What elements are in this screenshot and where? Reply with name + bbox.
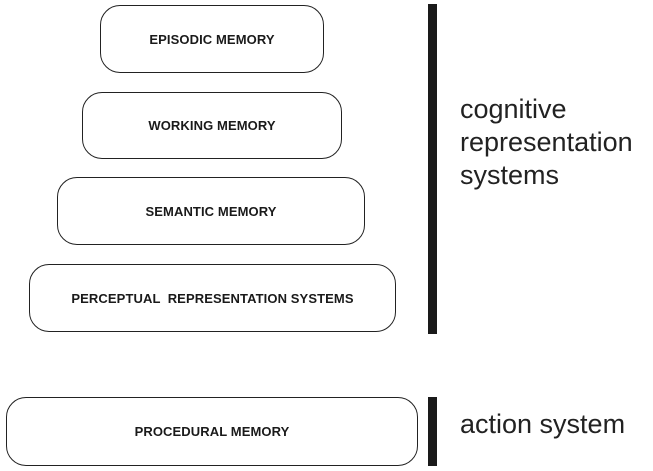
- perceptual-representation-systems-label: PERCEPTUAL REPRESENTATION SYSTEMS: [71, 290, 354, 306]
- action-system-label: action system: [460, 409, 626, 439]
- working-memory-box: WORKING MEMORY: [82, 92, 342, 159]
- cognitive-label-line-3: systems: [460, 159, 560, 190]
- cognitive-systems-bracket-bar: [428, 4, 437, 334]
- working-memory-label: WORKING MEMORY: [148, 118, 276, 133]
- cognitive-representation-systems-label: cognitive representation systems: [460, 93, 650, 192]
- procedural-memory-box: PROCEDURAL MEMORY: [6, 397, 418, 466]
- semantic-memory-box: SEMANTIC MEMORY: [57, 177, 365, 245]
- action-system-bracket-bar: [428, 397, 437, 466]
- perceptual-representation-systems-box: PERCEPTUAL REPRESENTATION SYSTEMS: [29, 264, 396, 332]
- cognitive-label-line-1: cognitive: [460, 94, 567, 124]
- semantic-memory-label: SEMANTIC MEMORY: [145, 203, 277, 219]
- procedural-memory-label: PROCEDURAL MEMORY: [134, 424, 290, 439]
- episodic-memory-box: EPISODIC MEMORY: [100, 5, 324, 73]
- episodic-memory-label: EPISODIC MEMORY: [149, 31, 275, 47]
- cognitive-label-line-2: representation: [460, 126, 633, 157]
